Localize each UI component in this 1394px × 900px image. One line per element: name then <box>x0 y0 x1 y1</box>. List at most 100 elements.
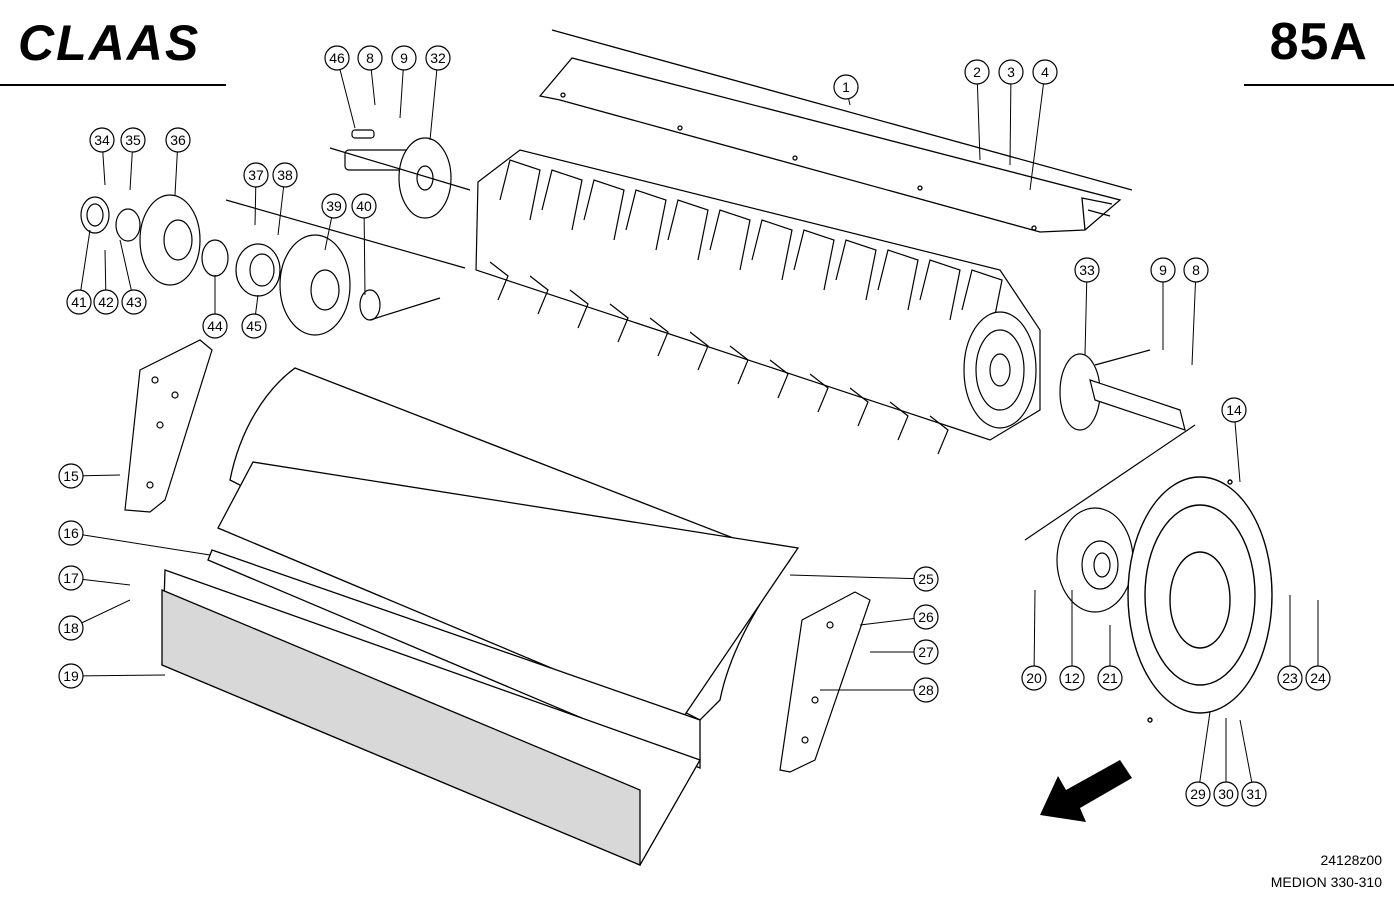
model-name: MEDION 330-310 <box>1270 874 1382 890</box>
rotor-tooth <box>667 199 709 261</box>
rotor-tooth-lower <box>849 387 869 427</box>
callout-leader-line <box>429 57 439 141</box>
callout-number: 18 <box>63 620 79 636</box>
rotor-tooth <box>499 159 541 221</box>
callout-bubble <box>833 74 859 100</box>
callout-number: 30 <box>1218 786 1234 802</box>
rotor-tooth-lower <box>529 275 549 315</box>
callout-number: 26 <box>918 609 934 625</box>
rotor-tooth-lower <box>729 345 749 385</box>
callout-number: 15 <box>63 468 79 484</box>
rotor-tooth-lower <box>609 303 629 343</box>
callout-bubble <box>913 677 939 703</box>
rotor-tooth <box>877 249 919 311</box>
callout-number: 31 <box>1246 786 1262 802</box>
callout-bubble <box>93 289 119 315</box>
rotor-tooth <box>751 219 793 281</box>
rotor-tooth <box>625 189 667 251</box>
callout-bubble <box>202 313 228 339</box>
callout-leader-line <box>70 674 166 677</box>
callout-leader-line <box>789 574 927 580</box>
callout-bubble <box>391 45 417 71</box>
direction-arrow <box>1040 760 1132 822</box>
callout-number: 42 <box>98 294 114 310</box>
callout-number: 24 <box>1310 670 1326 686</box>
callout-bubble <box>1183 257 1209 283</box>
callout-leader-line <box>1197 711 1211 795</box>
rotor-teeth <box>489 159 1003 455</box>
callout-bubble <box>58 565 84 591</box>
callout-number: 8 <box>1192 262 1200 278</box>
left-side-panel <box>124 339 213 513</box>
callout-number: 45 <box>246 318 262 334</box>
callout-number: 41 <box>71 294 87 310</box>
callout-bubble <box>243 162 269 188</box>
rotor-tooth <box>709 209 751 271</box>
callout-number: 8 <box>366 50 374 66</box>
side-cover-disc <box>1127 476 1273 723</box>
callout-bubble <box>1097 665 1123 691</box>
callout-number: 39 <box>326 198 342 214</box>
callout-bubble <box>425 45 451 71</box>
rotor-tooth-lower <box>769 359 789 399</box>
callout-number: 14 <box>1226 402 1242 418</box>
callout-bubble <box>241 313 267 339</box>
rotor-tooth <box>919 259 961 321</box>
callout-number: 37 <box>248 167 264 183</box>
callout-number: 3 <box>1007 64 1015 80</box>
rotor-tooth <box>541 169 583 231</box>
right-shaft-flange <box>1024 349 1196 541</box>
cover-hood <box>207 367 800 769</box>
rotor-tooth-lower <box>809 373 829 413</box>
callout-bubble <box>1241 781 1267 807</box>
callout-number: 4 <box>1041 64 1049 80</box>
page-number: 85A <box>1269 13 1368 71</box>
callout-bubble <box>1059 665 1085 691</box>
callout-bubble <box>351 193 377 219</box>
rotor-drum <box>475 149 1041 455</box>
claas-logo: CLAAS <box>14 12 239 73</box>
left-bearing-assembly <box>80 194 466 336</box>
callout-number: 16 <box>63 525 79 541</box>
callout-number: 9 <box>1159 262 1167 278</box>
callout-number: 44 <box>207 318 223 334</box>
callout-bubble <box>913 639 939 665</box>
callout-number: 23 <box>1282 670 1298 686</box>
right-side-panel <box>779 591 871 773</box>
callout-leader-line <box>1084 269 1088 356</box>
callout-leader-line <box>363 205 366 296</box>
callout-number: 40 <box>356 198 372 214</box>
callout-bubble <box>1074 257 1100 283</box>
callout-number: 33 <box>1079 262 1095 278</box>
callout-number: 25 <box>918 571 934 587</box>
callout-bubble <box>272 162 298 188</box>
callout-number: 38 <box>277 167 293 183</box>
callout-number: 36 <box>170 132 186 148</box>
flange-bearing-housing <box>1056 507 1134 613</box>
callout-bubble <box>1185 781 1211 807</box>
logo-text: CLAAS <box>18 15 200 68</box>
callout-number: 35 <box>125 132 141 148</box>
callout-leader-line <box>976 71 981 161</box>
callout-leader-line <box>1033 589 1036 679</box>
callout-bubble <box>120 127 146 153</box>
callout-number: 29 <box>1190 786 1206 802</box>
rotor-tooth-lower <box>689 331 709 371</box>
callout-number: 27 <box>918 644 934 660</box>
left-shaft-flange <box>329 129 471 219</box>
callout-bubble <box>58 663 84 689</box>
rotor-tooth-lower <box>929 415 949 455</box>
claas-logo-graphic: CLAAS <box>18 15 200 71</box>
callout-bubble <box>1032 59 1058 85</box>
callout-leader-line <box>1029 71 1046 191</box>
callout-bubble <box>66 289 92 315</box>
callout-bubble <box>321 193 347 219</box>
callout-number: 43 <box>126 294 142 310</box>
callout-bubble <box>1150 257 1176 283</box>
callout-leader-line <box>70 532 211 556</box>
front-rubber-flap <box>161 569 701 866</box>
callout-bubble <box>913 604 939 630</box>
